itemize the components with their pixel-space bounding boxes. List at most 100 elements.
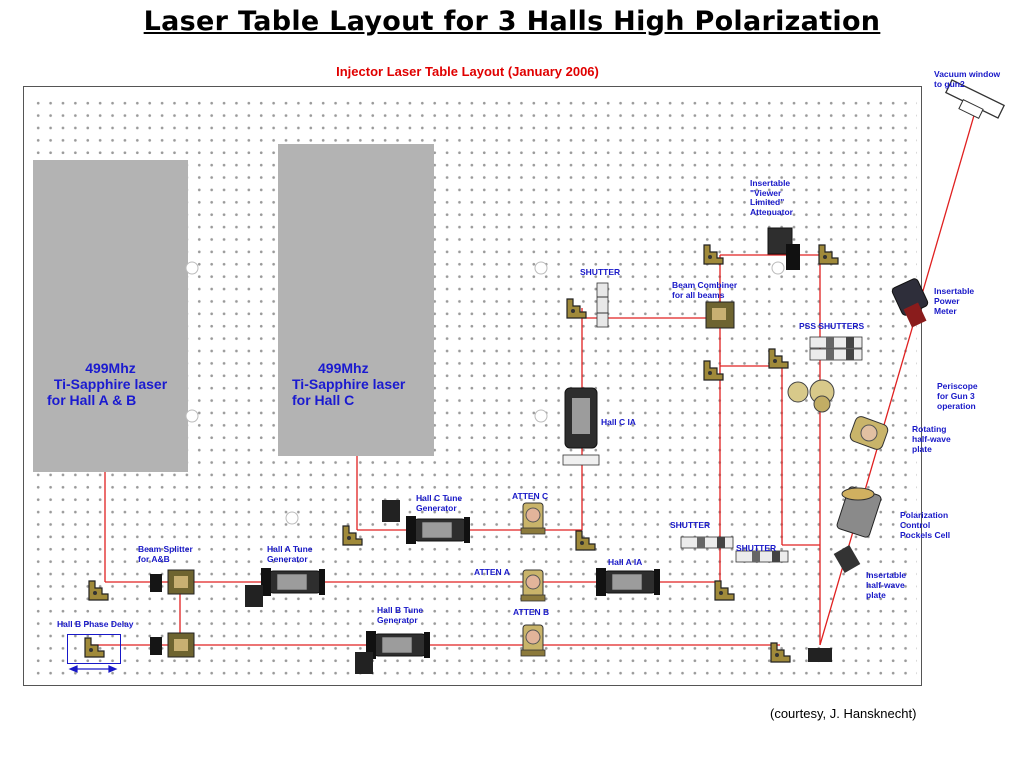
laser-c-label: 499Mhz Ti-Sapphire laser for Hall C — [286, 360, 426, 408]
label-rotating-hwp-1: Rotating — [912, 424, 947, 434]
courtesy-credit: (courtesy, J. Hansknecht) — [770, 706, 917, 721]
label-insertable-hwp: Insertable half-wave plate — [866, 570, 906, 600]
mirror-mid-2 — [768, 348, 789, 369]
label-viewer-2: "Viewer — [750, 187, 782, 198]
mirror-low-a — [714, 580, 735, 601]
label-atten-c: ATTEN C — [512, 491, 549, 501]
viewer-attenuator — [767, 227, 800, 270]
label-beam-combiner: Beam Combiner for all beams — [672, 280, 738, 300]
label-pockels-3: Pockels Cell — [900, 530, 951, 540]
label-shutter-top: SHUTTER — [580, 267, 621, 277]
label-beam-splitter: Beam Splitter for A&B — [138, 544, 193, 564]
atten-a — [520, 569, 546, 602]
label-pss-shutters: PSS SHUTTERS — [799, 321, 865, 331]
atten-c — [520, 502, 546, 535]
label-power-meter-2: Power — [934, 296, 960, 306]
label-rotating-hwp-2: half-wave — [912, 434, 951, 444]
beam-splitter-b — [150, 632, 195, 658]
laser-c-line-1: 499Mhz — [318, 360, 369, 376]
label-vacuum-window: Vacuum window to gun2 — [934, 69, 1000, 89]
label-beam-combiner-1: Beam Combiner — [672, 280, 738, 290]
label-vacuum-window-2: to gun2 — [934, 79, 965, 89]
label-vacuum-window-1: Vacuum window — [934, 69, 1001, 79]
pss-shutters — [809, 336, 863, 361]
mirror-top-left — [566, 298, 587, 319]
laser-ab-box — [33, 160, 188, 472]
label-power-meter-3: Meter — [934, 306, 957, 316]
label-beam-splitter-1: Beam Splitter — [138, 544, 193, 554]
label-hall-a-tune-2: Generator — [267, 553, 308, 564]
label-hall-c-tune-1: Hall C Tune — [416, 493, 463, 503]
hall-a-tune-mount — [245, 585, 263, 607]
label-rotating-hwp: Rotating half-wave plate — [912, 424, 951, 454]
label-viewer-1: Insertable — [750, 178, 791, 188]
label-insertable-hwp-3: plate — [866, 590, 886, 600]
label-hall-c-ia: Hall C IA — [601, 417, 636, 427]
insertable-half-wave-plate — [833, 544, 861, 574]
label-pockels-1: Polarization — [900, 510, 949, 520]
label-pockels: Polarization Control Pockels Cell — [900, 510, 950, 540]
slide-title: Laser Table Layout for 3 Halls High Pola… — [143, 6, 881, 37]
mirror-c-up — [575, 530, 596, 551]
label-viewer-3: Limited" — [750, 197, 785, 207]
label-hall-a-ia: Hall A IA — [608, 557, 643, 567]
label-periscope-3: operation — [937, 401, 976, 411]
laser-ab-line-1: 499Mhz — [85, 360, 136, 376]
label-insertable-hwp-2: half-wave — [866, 580, 905, 590]
rotating-half-wave-plate — [849, 416, 889, 450]
laser-ab-line-2: Ti-Sapphire laser — [53, 376, 168, 392]
table-mount-circles — [185, 261, 785, 525]
label-shutter-mid: SHUTTER — [670, 520, 711, 530]
label-viewer-attenuator: Insertable "Viewer Limited" Attenuator — [750, 178, 793, 217]
laser-c-line-3: for Hall C — [292, 392, 355, 408]
phase-delay-arrow — [68, 665, 118, 673]
laser-c-box — [278, 144, 434, 456]
label-shutter-low: SHUTTER — [736, 543, 777, 553]
label-hall-a-tune-1: Hall A Tune — [267, 544, 313, 554]
label-rotating-hwp-3: plate — [912, 444, 932, 454]
shutter-mid — [680, 536, 734, 549]
label-hall-b-phase: Hall B Phase Delay — [57, 619, 134, 629]
pockels-cell — [836, 486, 882, 538]
phase-delay-box — [67, 634, 121, 664]
hall-a-ia — [595, 567, 661, 597]
label-periscope-1: Periscope — [937, 381, 978, 391]
mirror-c-turn — [342, 525, 363, 546]
hall-c-tune-mount — [382, 500, 400, 522]
periscope — [787, 379, 835, 413]
atten-b — [520, 624, 546, 657]
beam-splitter-ab — [150, 569, 195, 595]
label-hall-b-tune: Hall B Tune Generator — [377, 605, 424, 625]
laser-ab-line-3: for Hall A & B — [47, 392, 137, 408]
power-meter — [891, 278, 929, 328]
label-hall-b-tune-2: Generator — [377, 614, 418, 625]
label-atten-b: ATTEN B — [513, 607, 550, 617]
hall-c-tune-generator — [405, 515, 471, 545]
hall-b-tune-generator — [365, 630, 431, 660]
beam-combiner — [705, 301, 735, 329]
label-periscope: Periscope for Gun 3 operation — [937, 381, 978, 411]
label-viewer-4: Attenuator — [750, 206, 793, 217]
mirror-top-2 — [818, 244, 839, 265]
laser-ab-label: 499Mhz Ti-Sapphire laser for Hall A & B — [33, 360, 188, 408]
shutter-top — [596, 282, 609, 328]
label-power-meter: Insertable Power Meter — [934, 286, 974, 316]
label-hall-c-tune-2: Generator — [416, 502, 457, 513]
label-periscope-2: for Gun 3 — [937, 391, 975, 401]
label-hall-a-tune: Hall A Tune Generator — [267, 544, 313, 564]
label-pockels-2: Control — [900, 520, 931, 530]
label-power-meter-1: Insertable — [934, 286, 975, 296]
label-beam-splitter-2: for A&B — [138, 553, 170, 564]
label-beam-combiner-2: for all beams — [672, 289, 725, 300]
bottom-right-mount — [808, 648, 832, 662]
diagram-title: Injector Laser Table Layout (January 200… — [336, 64, 599, 79]
label-hall-b-tune-1: Hall B Tune — [377, 605, 424, 615]
mirror-bottom-right — [770, 642, 791, 663]
label-atten-a: ATTEN A — [474, 567, 510, 577]
hall-a-tune-generator — [260, 567, 326, 597]
mirror-ab-turn — [88, 580, 109, 601]
label-hall-c-tune: Hall C Tune Generator — [416, 493, 463, 513]
hall-b-tune-mount — [355, 652, 373, 674]
laser-c-line-2: Ti-Sapphire laser — [292, 376, 406, 392]
